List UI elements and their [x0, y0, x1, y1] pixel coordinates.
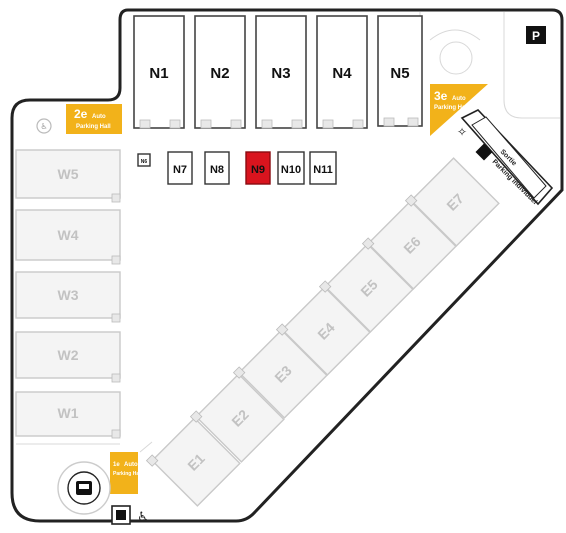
booth-N2[interactable]: N2: [194, 15, 246, 129]
booth-W2[interactable]: W2: [15, 331, 121, 383]
booth-label: N3: [271, 65, 290, 82]
stairs-floor: 3e: [434, 89, 448, 103]
booth-shape: [367, 200, 457, 290]
parking-entrance: [57, 461, 111, 515]
booth-label: N11: [313, 164, 333, 176]
elevator-icon: [111, 505, 131, 525]
booth-N8[interactable]: N8: [204, 151, 230, 185]
west-booths: W5 W4 W3 W2 W1: [15, 149, 121, 439]
booth-shape: [410, 157, 500, 247]
booth-label: N6: [141, 159, 148, 165]
stairs-note: Parking Hall: [113, 471, 143, 477]
booth-tab: [145, 454, 159, 467]
wheelchair-icon: ♿: [137, 510, 149, 525]
stairs-note: Parking Hall: [434, 105, 469, 111]
divider-line: [139, 441, 153, 453]
stairs-sub: Auto: [124, 462, 138, 468]
parking-sign-label: P: [532, 29, 540, 43]
booth-label: N2: [210, 65, 229, 82]
booth-shape: [238, 329, 328, 419]
booth-shape: [281, 286, 371, 376]
booth-tab: [275, 323, 289, 336]
booth-N3[interactable]: N3: [255, 15, 307, 129]
parking-sign: P: [526, 26, 546, 44]
compass-icon: ✧: [457, 125, 467, 139]
svg-text:♿: ♿: [137, 510, 149, 525]
booth-W4[interactable]: W4: [15, 209, 121, 265]
booth-label: W4: [58, 227, 79, 243]
booth-shape: [195, 373, 285, 463]
booth-E7[interactable]: E7: [404, 155, 500, 248]
booth-shape: [324, 243, 414, 333]
booth-label: W5: [58, 166, 79, 182]
booth-label: W3: [58, 287, 79, 303]
booth-N1[interactable]: N1: [133, 15, 185, 129]
booth-E6[interactable]: E6: [361, 198, 457, 291]
booth-label: N4: [332, 65, 352, 82]
stairs-floor: 1e: [113, 462, 120, 468]
booth-label: W1: [58, 405, 79, 421]
booth-E3[interactable]: E3: [232, 327, 328, 420]
accessible-parking-icon: ♿: [36, 118, 52, 134]
stairs-sub: Auto: [452, 96, 466, 102]
booth-N4[interactable]: N4: [316, 15, 368, 129]
svg-text:✧: ✧: [457, 125, 467, 139]
booth-N10[interactable]: N10: [277, 151, 305, 185]
booth-label: N10: [281, 164, 301, 176]
booth-label: N5: [390, 65, 409, 82]
booth-N5[interactable]: N5: [377, 15, 423, 127]
stairs-sub: Auto: [92, 114, 106, 120]
stairs-floor: 2e: [74, 107, 88, 121]
exit-icon: [475, 143, 493, 161]
booth-label: N8: [210, 164, 224, 176]
booth-label: N9: [251, 164, 265, 176]
booth-W1[interactable]: W1: [15, 391, 121, 439]
north-booths: N1 N2 N3 N4 N5: [133, 15, 423, 129]
booth-N11[interactable]: N11: [309, 151, 337, 185]
stairs-3e: 3e Auto Parking Hall: [430, 84, 488, 136]
booth-E1[interactable]: E1: [145, 415, 241, 508]
booth-tab: [189, 410, 203, 423]
booth-label: N7: [173, 164, 187, 176]
parking-icon: [76, 481, 92, 495]
booth-W3[interactable]: W3: [15, 271, 121, 323]
exit-panel: Sortie Parking individuel ✧: [457, 109, 554, 206]
booth-N9[interactable]: N9: [245, 151, 271, 185]
stairs-2e: 2e Auto Parking Hall: [66, 104, 122, 134]
stairs-note: Parking Hall: [76, 124, 111, 130]
north-small-booths: N7 N8 N9 N10 N11: [167, 151, 337, 185]
building-outline: [10, 8, 564, 523]
booth-tab: [361, 237, 375, 250]
booth-N6[interactable]: N6: [137, 153, 151, 167]
booth-tab: [318, 280, 332, 293]
booth-W5[interactable]: W5: [15, 149, 121, 203]
booth-N7[interactable]: N7: [167, 151, 193, 185]
stairs-1e: 1e Auto Parking Hall: [110, 452, 143, 494]
booth-E4[interactable]: E4: [275, 284, 371, 377]
booth-label: W2: [58, 347, 79, 363]
booth-tab: [232, 366, 246, 379]
booth-label: N1: [149, 65, 168, 82]
svg-text:♿: ♿: [40, 122, 47, 131]
booth-E5[interactable]: E5: [318, 241, 414, 334]
booth-E2[interactable]: E2: [189, 371, 285, 464]
booth-shape: [151, 417, 241, 507]
booth-tab: [404, 194, 418, 207]
